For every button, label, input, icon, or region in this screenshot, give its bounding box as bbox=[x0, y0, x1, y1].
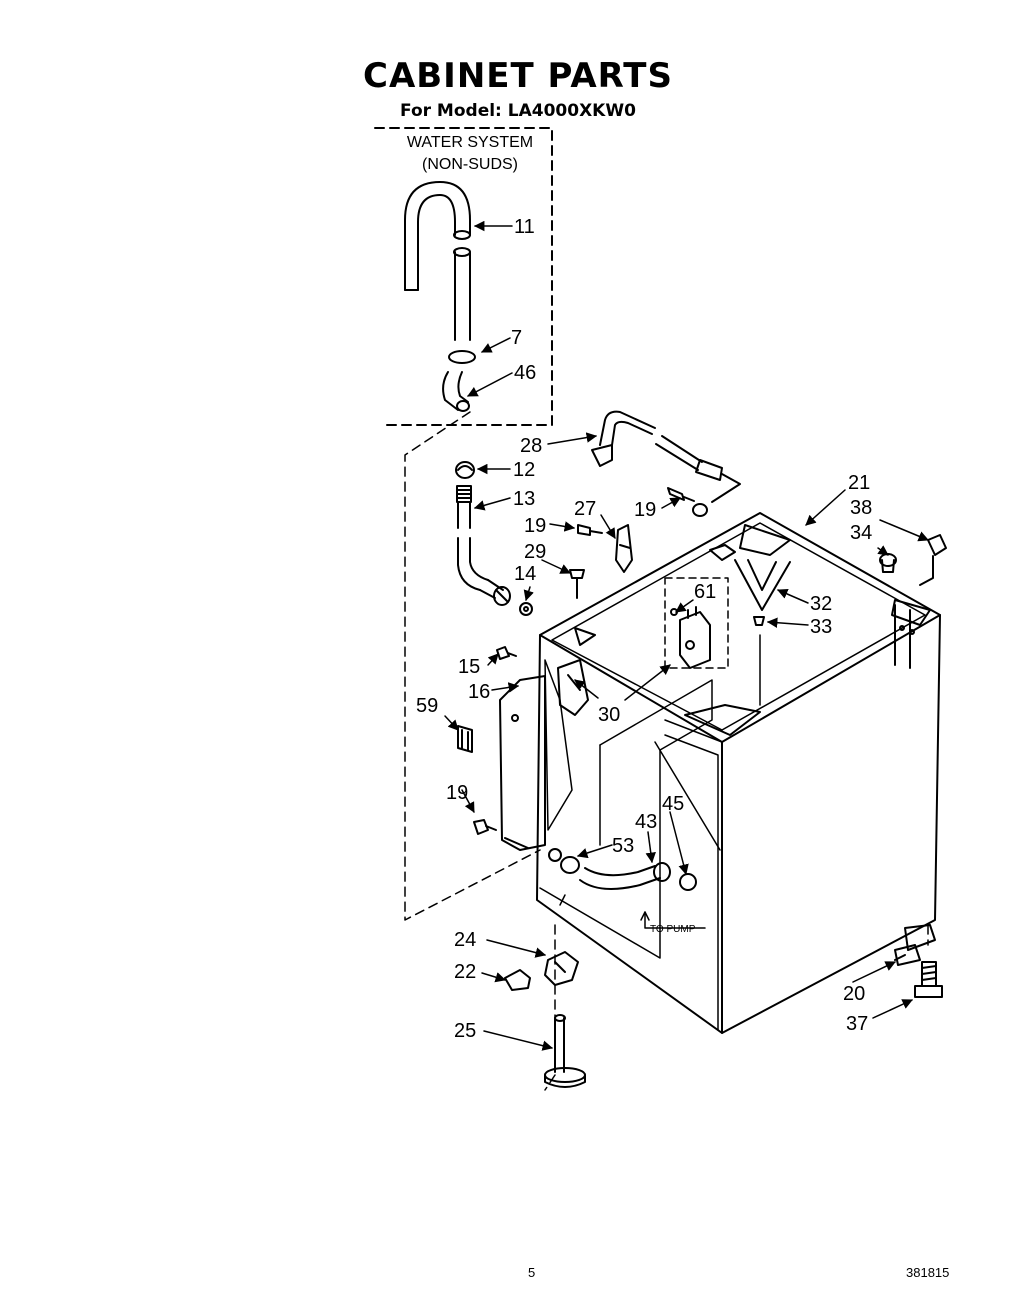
callout-24: 24 bbox=[454, 929, 476, 951]
part-34-grommet bbox=[879, 553, 897, 573]
part-11-j-hose bbox=[404, 181, 471, 341]
callout-19-lower: 19 bbox=[446, 782, 468, 804]
part-28-fill-hose bbox=[591, 410, 741, 517]
part-22-leg-clip bbox=[504, 969, 531, 991]
callout-21: 21 bbox=[848, 472, 870, 494]
model-subtitle: For Model: LA4000XKW0 bbox=[400, 101, 636, 121]
leader-lines bbox=[444, 220, 929, 1051]
part-61-switch-inset bbox=[664, 577, 729, 669]
callout-11: 11 bbox=[514, 216, 535, 238]
part-25-leveling-leg bbox=[544, 1014, 586, 1088]
callout-20: 20 bbox=[843, 983, 865, 1005]
callout-12: 12 bbox=[513, 459, 535, 481]
callout-19-top: 19 bbox=[634, 499, 656, 521]
callout-32: 32 bbox=[810, 593, 832, 615]
page-number: 5 bbox=[528, 1265, 536, 1280]
callout-27: 27 bbox=[574, 498, 596, 520]
callout-7: 7 bbox=[511, 327, 522, 349]
part-7-clamp bbox=[448, 350, 476, 364]
callout-46: 46 bbox=[514, 362, 536, 384]
callout-29: 29 bbox=[524, 541, 546, 563]
part-46-elbow bbox=[442, 371, 470, 412]
callout-33: 33 bbox=[810, 616, 832, 638]
part-38-clip bbox=[919, 534, 947, 586]
part-24-leveling-bracket bbox=[544, 951, 579, 986]
part-19-screw-top bbox=[667, 487, 695, 502]
callout-14: 14 bbox=[514, 563, 536, 585]
part-53-clamp bbox=[548, 848, 580, 874]
part-19-screw-lower bbox=[473, 819, 497, 835]
part-14-nut bbox=[519, 602, 533, 616]
part-29-bolt bbox=[569, 569, 585, 599]
callout-45: 45 bbox=[662, 793, 684, 815]
inset-title-line2: (NON-SUDS) bbox=[422, 156, 518, 173]
callout-61: 61 bbox=[694, 581, 716, 603]
to-pump-label: TO PUMP bbox=[650, 924, 696, 935]
callout-34: 34 bbox=[850, 522, 872, 544]
callout-22: 22 bbox=[454, 961, 476, 983]
part-59-clip bbox=[457, 725, 473, 753]
callout-53: 53 bbox=[612, 835, 634, 857]
part-32-v-strap bbox=[734, 559, 791, 611]
part-45-clamp bbox=[679, 873, 697, 891]
document-number: 381815 bbox=[906, 1265, 950, 1280]
part-15-screw bbox=[496, 646, 517, 660]
part-33-grommet bbox=[753, 616, 765, 626]
part-19-screw-left bbox=[577, 524, 603, 536]
part-21-cabinet bbox=[536, 512, 941, 1034]
part-13-inlet-hose bbox=[456, 485, 511, 606]
callout-30: 30 bbox=[598, 704, 620, 726]
part-12-cap bbox=[455, 461, 475, 479]
callout-37: 37 bbox=[846, 1013, 868, 1035]
part-43-drain-hose bbox=[579, 862, 671, 890]
callout-13: 13 bbox=[513, 488, 535, 510]
inset-dashed-frame bbox=[374, 127, 553, 426]
to-pump-arrow bbox=[640, 911, 706, 929]
callout-25: 25 bbox=[454, 1020, 476, 1042]
inset-title-line1: WATER SYSTEM bbox=[406, 134, 534, 151]
callout-43: 43 bbox=[635, 811, 657, 833]
callout-19-left: 19 bbox=[524, 515, 546, 537]
callout-28: 28 bbox=[520, 435, 542, 457]
callout-16: 16 bbox=[468, 681, 490, 703]
callout-15: 15 bbox=[458, 656, 480, 678]
callout-38: 38 bbox=[850, 497, 872, 519]
callout-59: 59 bbox=[416, 695, 438, 717]
page-title: CABINET PARTS bbox=[363, 56, 673, 96]
part-27-bracket bbox=[615, 524, 633, 573]
part-20-foot-bracket bbox=[894, 954, 906, 961]
part-37-bolt bbox=[914, 961, 943, 998]
